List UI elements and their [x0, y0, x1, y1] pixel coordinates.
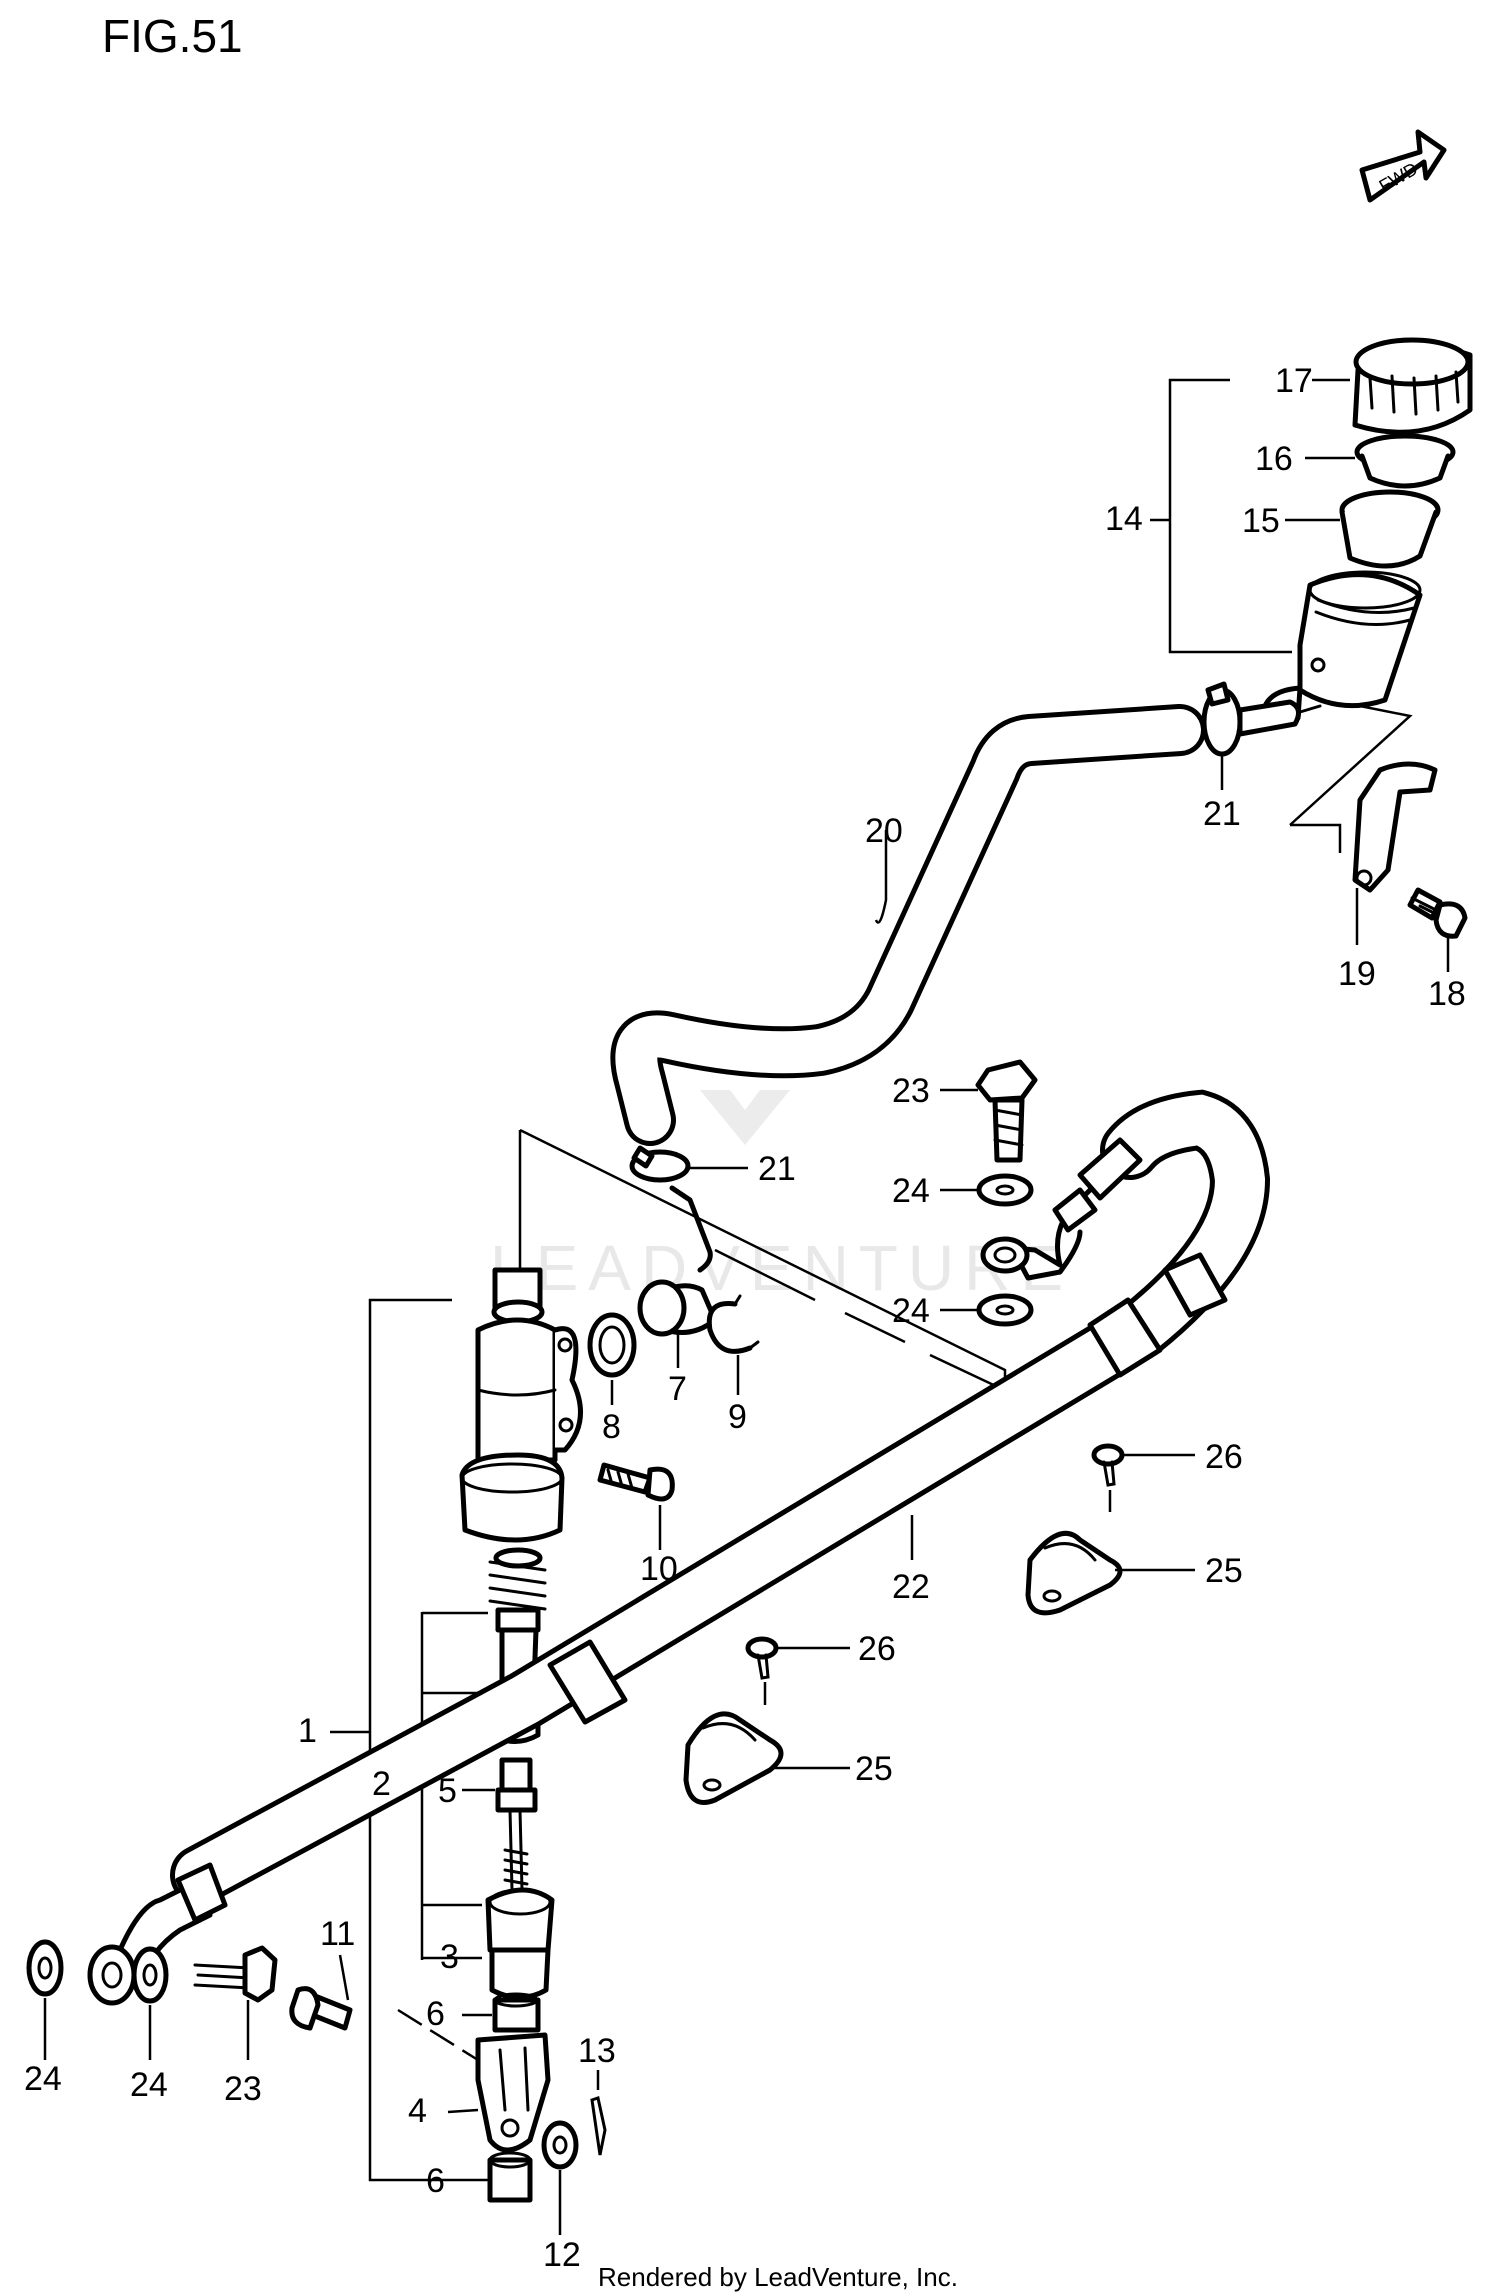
- callout-24-d: 24: [130, 2066, 168, 2104]
- callout-15: 15: [1242, 502, 1280, 540]
- callout-5: 5: [438, 1772, 457, 1810]
- boot: [485, 1887, 555, 2000]
- reservoir-hose: [610, 704, 1206, 1146]
- clamp-screw-upper: [1091, 1443, 1125, 1487]
- reservoir-bracket: [1352, 761, 1438, 893]
- callout-23-upper: 23: [892, 1072, 930, 1110]
- callout-6-lower: 6: [426, 2162, 445, 2200]
- callout-13: 13: [578, 2032, 616, 2070]
- callout-24-a: 24: [892, 1172, 930, 1210]
- figure-title: FIG.51: [102, 10, 243, 62]
- cotter-pin: [590, 2096, 607, 2156]
- watermark-text: LEADVENTURE: [490, 1232, 1073, 1304]
- callout-6-upper: 6: [426, 1995, 445, 2033]
- callout-20: 20: [865, 812, 903, 850]
- cylinder-spring: [488, 1547, 547, 1611]
- callout-3: 3: [440, 1938, 459, 1976]
- master-cylinder: [459, 1267, 583, 1543]
- hose-joint: [637, 1185, 718, 1337]
- callout-26-upper: 26: [1205, 1438, 1243, 1476]
- callout-24-c: 24: [24, 2060, 62, 2098]
- reservoir-cap: [1352, 337, 1473, 435]
- callout-2: 2: [372, 1765, 391, 1803]
- cap-diaphragm: [1339, 489, 1441, 569]
- callout-25-lower: 25: [855, 1750, 893, 1788]
- washer-24-b: [976, 1293, 1034, 1327]
- callout-9: 9: [728, 1398, 747, 1436]
- callout-4: 4: [408, 2092, 427, 2130]
- cap-diaphragm-plate: [1354, 433, 1456, 489]
- mounting-bolt: [597, 1462, 675, 1502]
- callout-21-lower: 21: [758, 1150, 796, 1188]
- washer-24-a: [976, 1173, 1034, 1207]
- fwd-arrow-icon: FWD: [1359, 129, 1447, 203]
- circlip: [706, 1294, 760, 1354]
- banjo-bolt-upper: [975, 1059, 1038, 1163]
- callout-1: 1: [298, 1712, 317, 1750]
- hose-end-upper: [980, 1137, 1143, 1281]
- callout-18: 18: [1428, 975, 1466, 1013]
- hose-clamp-bracket-upper: [1025, 1530, 1123, 1616]
- hose-sleeve: [547, 1252, 1228, 1725]
- clevis: [475, 2032, 551, 2153]
- hose-clamp-lower: [629, 1145, 691, 1183]
- callout-14: 14: [1105, 500, 1143, 538]
- o-ring: [587, 1312, 637, 1378]
- lock-nut-upper: [492, 1992, 541, 2033]
- callout-21-upper: 21: [1203, 795, 1241, 833]
- washer-12: [541, 2120, 579, 2170]
- clamp-screw-lower: [745, 1636, 779, 1680]
- hose-clamp-bracket-lower: [683, 1711, 784, 1805]
- callout-23-lower: 23: [224, 2070, 262, 2108]
- callout-16: 16: [1255, 440, 1293, 478]
- washer-24-c: [26, 1939, 64, 1997]
- banjo-bolt-lower: [193, 1945, 278, 2003]
- callout-11: 11: [320, 1915, 355, 1953]
- washer-24-d: [131, 1946, 169, 2004]
- bracket-bolt: [1407, 887, 1468, 939]
- callout-8: 8: [602, 1408, 621, 1446]
- callout-7: 7: [668, 1370, 687, 1408]
- callout-12: 12: [543, 2236, 581, 2274]
- watermark: LEADVENTURE: [490, 1090, 1073, 1304]
- callout-25-upper: 25: [1205, 1552, 1243, 1590]
- callout-24-b: 24: [892, 1292, 930, 1330]
- footer-credit: Rendered by LeadVenture, Inc.: [598, 2262, 958, 2292]
- pin-bolt: [289, 1986, 353, 2031]
- callout-17: 17: [1275, 362, 1313, 400]
- reservoir-body: [1262, 570, 1423, 721]
- push-rod: [495, 1757, 538, 1892]
- callout-26-lower: 26: [858, 1630, 896, 1668]
- callout-19: 19: [1338, 955, 1376, 993]
- callout-labels: 1 2 3 4 5 6 6 7 8 9 10 11 12 13 14 15 16…: [24, 362, 1466, 2274]
- callout-10: 10: [640, 1550, 678, 1588]
- callout-22: 22: [892, 1568, 930, 1606]
- hose-clamp-upper: [1201, 681, 1322, 757]
- lock-nut-lower: [487, 2151, 533, 2203]
